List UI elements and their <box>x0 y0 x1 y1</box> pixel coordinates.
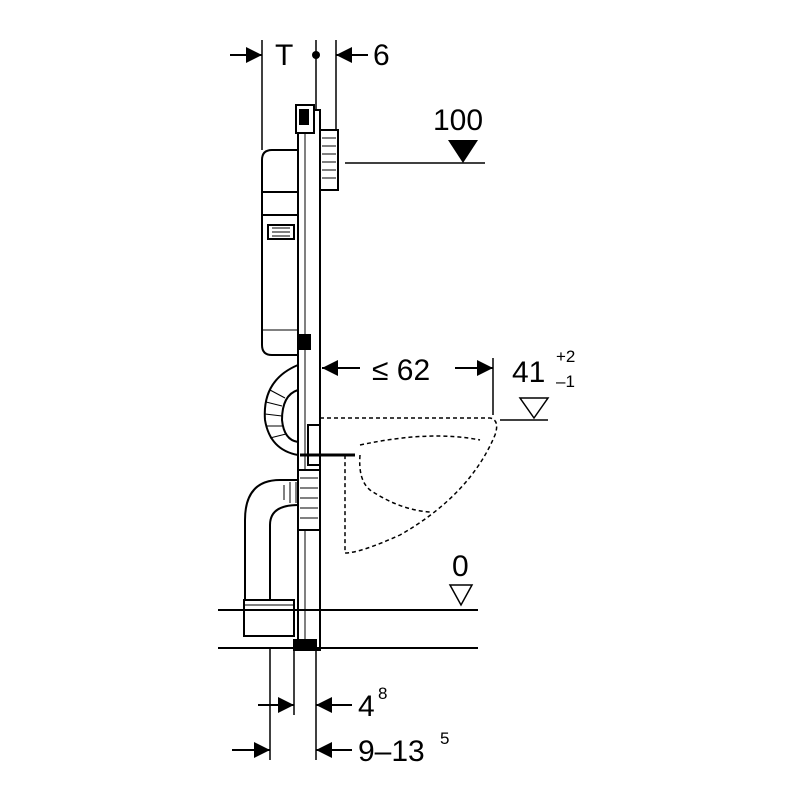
label-9-13: 9–13 <box>358 735 425 768</box>
label-4: 4 <box>358 690 375 723</box>
flush-height-marker: 100 <box>345 104 485 164</box>
label-0: 0 <box>452 550 469 583</box>
bottom-dimensions: 4 8 9–13 5 <box>232 648 449 768</box>
label-4-sup: 8 <box>378 684 387 703</box>
label-6: 6 <box>373 39 390 72</box>
label-41-tol-minus: –1 <box>556 372 575 391</box>
bowl-height-marker: 41 +2 –1 <box>500 347 575 421</box>
label-t: T <box>275 39 293 72</box>
installation-frame <box>243 104 355 651</box>
top-dimension: T 6 <box>230 39 390 150</box>
label-9-13-sup: 5 <box>440 729 449 748</box>
bowl-projection-dimension: ≤ 62 <box>322 354 494 415</box>
label-41-tol-plus: +2 <box>556 347 575 366</box>
label-100: 100 <box>433 104 483 137</box>
label-41: 41 <box>512 356 545 389</box>
floor-level-marker: 0 <box>218 550 478 611</box>
toilet-bowl-outline <box>320 417 498 554</box>
label-le-62: ≤ 62 <box>372 354 430 387</box>
